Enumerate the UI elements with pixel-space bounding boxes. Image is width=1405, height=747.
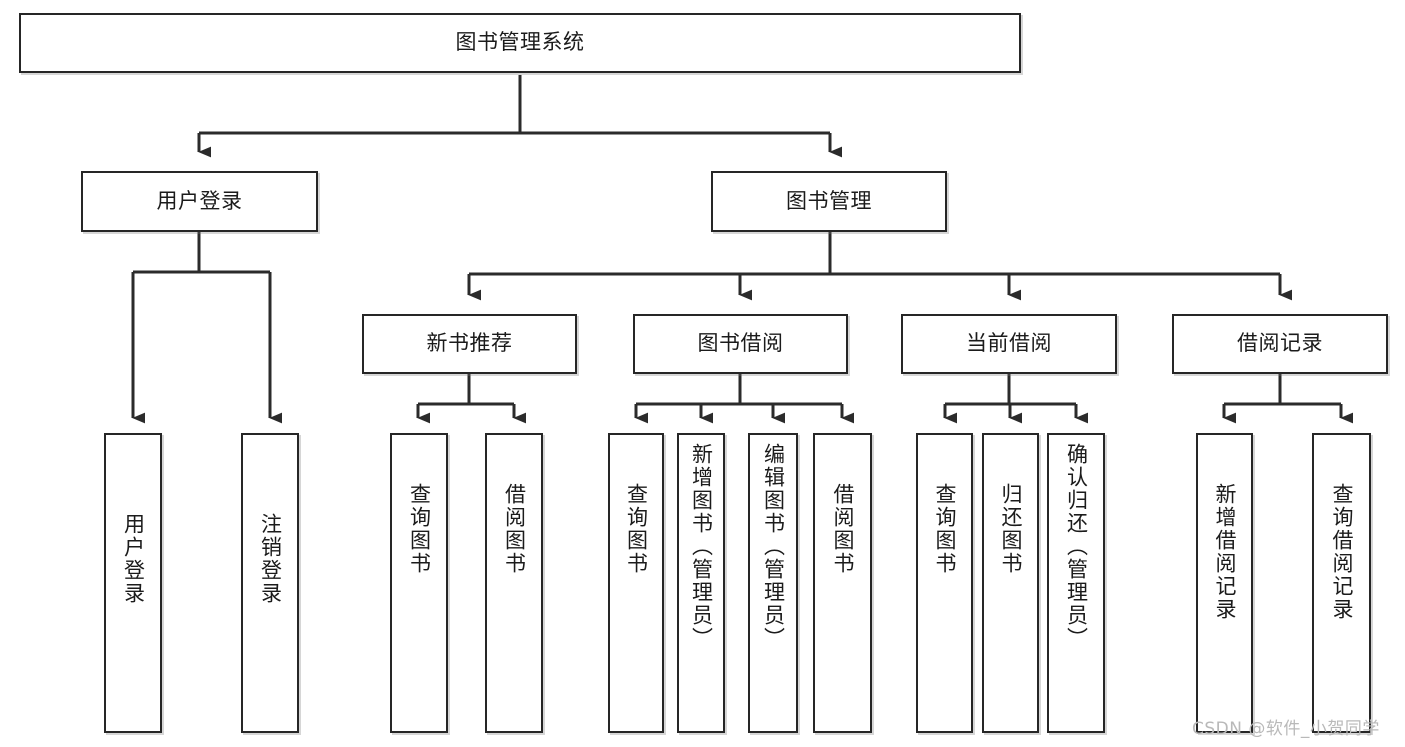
node-book-management[interactable]: 图书管理: [711, 171, 947, 232]
node-borrow-record-label: 借阅记录: [1237, 331, 1323, 356]
node-leaf-return-book[interactable]: 归还图书: [982, 433, 1039, 733]
node-user-login-label: 用户登录: [156, 188, 243, 213]
node-leaf-return-book-label: 归还图书: [999, 483, 1023, 575]
node-leaf-borrow-book-2-label: 借阅图书: [831, 483, 855, 575]
node-leaf-confirm-return[interactable]: 确认归还（管理员）: [1047, 433, 1105, 733]
node-leaf-borrow-book-2[interactable]: 借阅图书: [813, 433, 872, 733]
node-book-management-label: 图书管理: [786, 188, 872, 213]
node-leaf-edit-book-label: 编辑图书（管理员）: [761, 443, 786, 650]
node-root-label: 图书管理系统: [455, 30, 585, 55]
node-leaf-query-book-2-label: 查询图书: [624, 483, 649, 575]
node-leaf-add-borrow-record-label: 新增借阅记录: [1213, 483, 1237, 621]
node-leaf-query-book-3-label: 查询图书: [933, 483, 957, 575]
node-leaf-add-book[interactable]: 新增图书（管理员）: [677, 433, 725, 733]
node-current-borrow[interactable]: 当前借阅: [901, 314, 1117, 374]
node-new-book-recommend-label: 新书推荐: [426, 331, 513, 356]
node-book-borrow[interactable]: 图书借阅: [633, 314, 848, 374]
node-leaf-borrow-book-1-label: 借阅图书: [502, 483, 527, 575]
node-leaf-edit-book[interactable]: 编辑图书（管理员）: [748, 433, 798, 733]
node-leaf-query-book-1[interactable]: 查询图书: [390, 433, 448, 733]
node-leaf-borrow-book-1[interactable]: 借阅图书: [485, 433, 543, 733]
node-borrow-record[interactable]: 借阅记录: [1172, 314, 1388, 374]
node-leaf-query-book-1-label: 查询图书: [407, 483, 432, 575]
node-leaf-query-book-3[interactable]: 查询图书: [916, 433, 973, 733]
node-leaf-add-borrow-record[interactable]: 新增借阅记录: [1196, 433, 1253, 733]
node-leaf-user-login[interactable]: 用户登录: [104, 433, 162, 733]
node-new-book-recommend[interactable]: 新书推荐: [362, 314, 577, 374]
node-book-borrow-label: 图书借阅: [697, 331, 784, 356]
node-leaf-add-book-label: 新增图书（管理员）: [689, 443, 714, 650]
node-leaf-logout-login-label: 注销登录: [258, 513, 283, 605]
node-leaf-query-book-2[interactable]: 查询图书: [608, 433, 664, 733]
node-root[interactable]: 图书管理系统: [19, 13, 1021, 73]
node-leaf-confirm-return-label: 确认归还（管理员）: [1064, 443, 1089, 650]
node-current-borrow-label: 当前借阅: [966, 331, 1052, 356]
node-leaf-query-borrow-record[interactable]: 查询借阅记录: [1312, 433, 1371, 733]
node-leaf-query-borrow-record-label: 查询借阅记录: [1330, 483, 1354, 621]
node-leaf-logout-login[interactable]: 注销登录: [241, 433, 299, 733]
node-leaf-user-login-label: 用户登录: [121, 513, 146, 605]
node-user-login[interactable]: 用户登录: [81, 171, 318, 232]
